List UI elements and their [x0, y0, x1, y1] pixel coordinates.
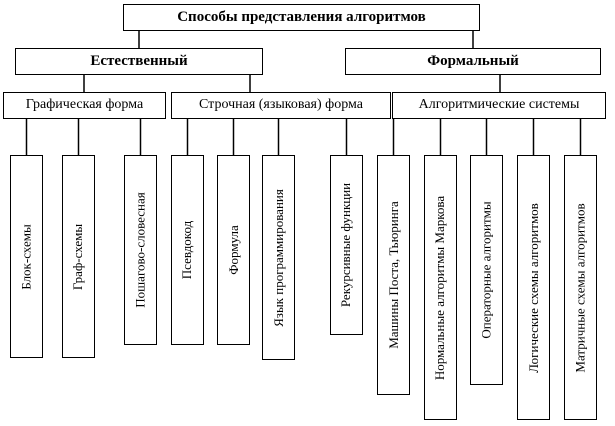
leaf-operator-algorithms: Операторные алгоритмы	[470, 155, 503, 385]
leaf-pseudocode: Псевдокод	[171, 155, 204, 345]
leaf-markov-normal-algorithms: Нормальные алгоритмы Маркова	[424, 155, 457, 420]
leaf-post-turing-machines-label: Машины Поста, Тьюринга	[385, 201, 401, 349]
leaf-graph-schemes-label: Граф-схемы	[70, 223, 86, 290]
leaf-pseudocode-label: Псевдокод	[179, 220, 195, 280]
leaf-stepwise-verbal-label: Пошагово-словесная	[132, 192, 148, 308]
leaf-post-turing-machines: Машины Поста, Тьюринга	[377, 155, 410, 395]
leaf-matrix-schemes: Матричные схемы алгоритмов	[564, 155, 597, 420]
node-graphic-form: Графическая форма	[3, 92, 166, 119]
leaf-markov-normal-algorithms-label: Нормальные алгоритмы Маркова	[432, 195, 448, 380]
node-root: Способы представления алгоритмов	[123, 4, 480, 31]
leaf-block-schemes-label: Блок-схемы	[18, 223, 34, 290]
leaf-formula-label: Формула	[225, 225, 241, 275]
node-natural: Естественный	[15, 48, 263, 75]
leaf-operator-algorithms-label: Операторные алгоритмы	[478, 201, 494, 339]
leaf-logical-schemes-label: Логические схемы алгоритмов	[525, 202, 541, 373]
leaf-stepwise-verbal: Пошагово-словесная	[124, 155, 157, 345]
leaf-programming-language: Язык программирования	[262, 155, 295, 360]
leaf-logical-schemes: Логические схемы алгоритмов	[517, 155, 550, 420]
leaf-formula: Формула	[217, 155, 250, 345]
node-formal: Формальный	[345, 48, 601, 75]
leaf-graph-schemes: Граф-схемы	[62, 155, 95, 358]
leaf-programming-language-label: Язык программирования	[270, 188, 286, 327]
node-algorithmic-systems: Алгоритмические системы	[392, 92, 606, 119]
leaf-matrix-schemes-label: Матричные схемы алгоритмов	[572, 202, 588, 373]
leaf-recursive-functions-label: Рекурсивные функции	[338, 182, 354, 308]
leaf-recursive-functions: Рекурсивные функции	[330, 155, 363, 335]
leaf-block-schemes: Блок-схемы	[10, 155, 43, 358]
node-line-form: Строчная (языковая) форма	[171, 92, 391, 119]
